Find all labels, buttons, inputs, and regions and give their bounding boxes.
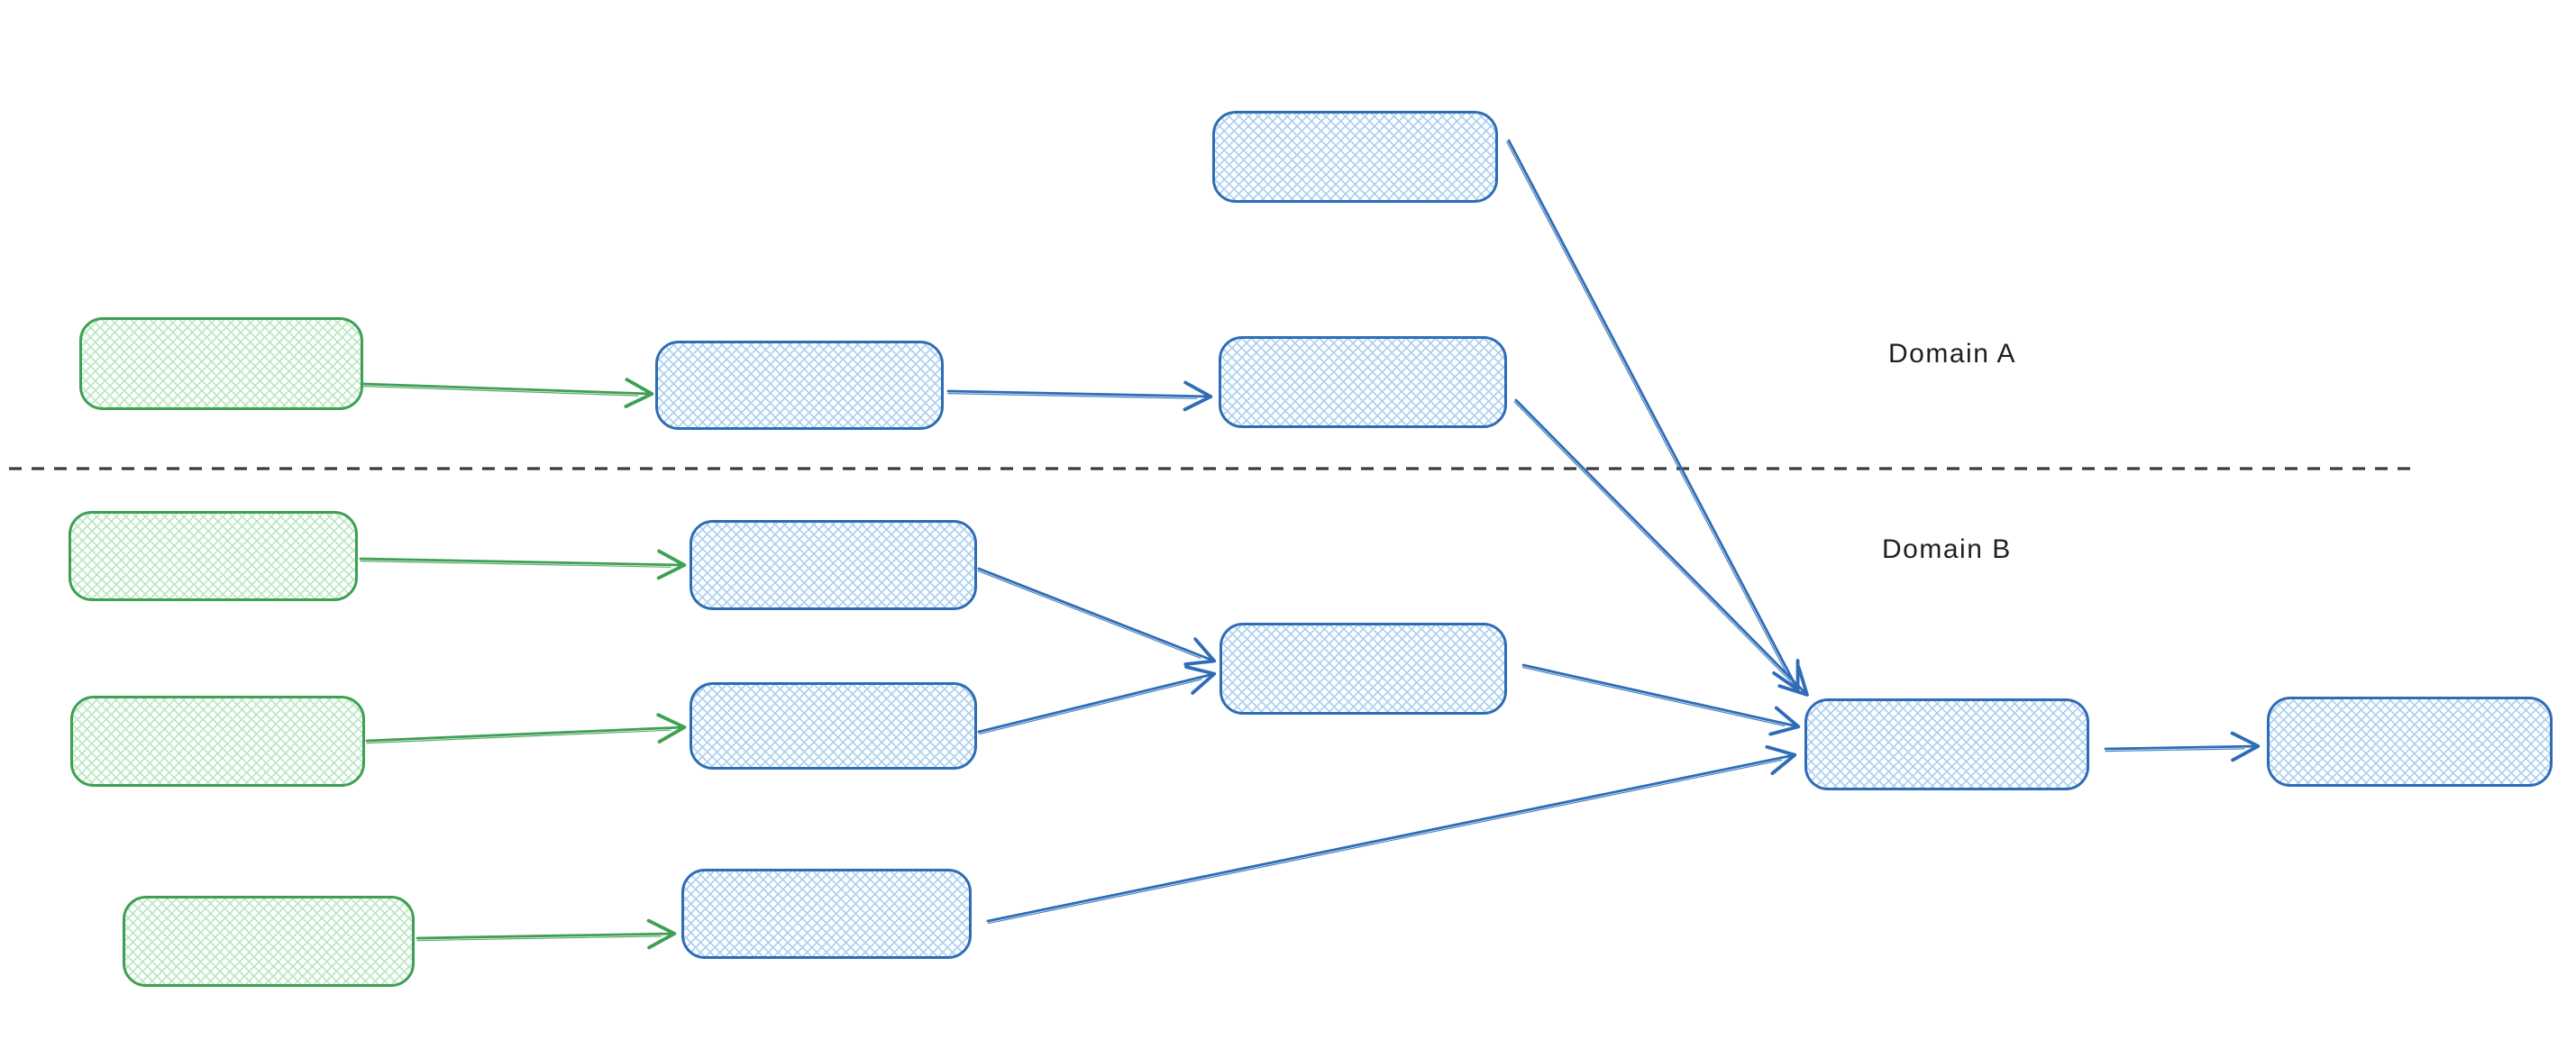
arrow-b-source3-to-b-step3: [416, 918, 677, 950]
arrow-b-source2-to-b-step2: [365, 713, 687, 744]
node-domain-b-source-2: [70, 696, 365, 787]
node-external-input: [1212, 111, 1498, 203]
arrow-merge-to-aggregator: [1521, 663, 1801, 736]
arrow-a-step1-to-a-step2: [946, 380, 1213, 412]
node-domain-a-step-2: [1219, 336, 1507, 428]
arrow-a-step2-to-aggregator: [1513, 398, 1809, 697]
node-domain-b-merge: [1219, 623, 1507, 715]
node-domain-b-source-1: [69, 511, 358, 601]
node-domain-a-step-1: [655, 341, 944, 430]
node-domain-b-step-1: [690, 520, 977, 610]
node-domain-b-source-3: [123, 896, 415, 987]
node-domain-b-step-3: [681, 869, 972, 959]
arrow-aggregator-to-output: [2104, 731, 2261, 762]
node-aggregator: [1804, 698, 2089, 790]
arrow-b-step2-to-merge: [977, 665, 1217, 735]
arrow-a-source-to-a-step1: [361, 378, 654, 408]
node-domain-b-step-2: [690, 682, 977, 770]
node-output: [2267, 697, 2553, 787]
domain-a-label: Domain A: [1888, 339, 2017, 369]
domain-b-label: Domain B: [1882, 534, 2012, 564]
arrow-external-to-aggregator: [1506, 139, 1800, 692]
node-domain-a-source: [79, 317, 363, 410]
arrow-b-source1-to-b-step1: [359, 549, 687, 580]
arrow-b-step1-to-merge: [977, 567, 1217, 666]
arrow-b-step3-to-aggregator: [986, 744, 1797, 925]
